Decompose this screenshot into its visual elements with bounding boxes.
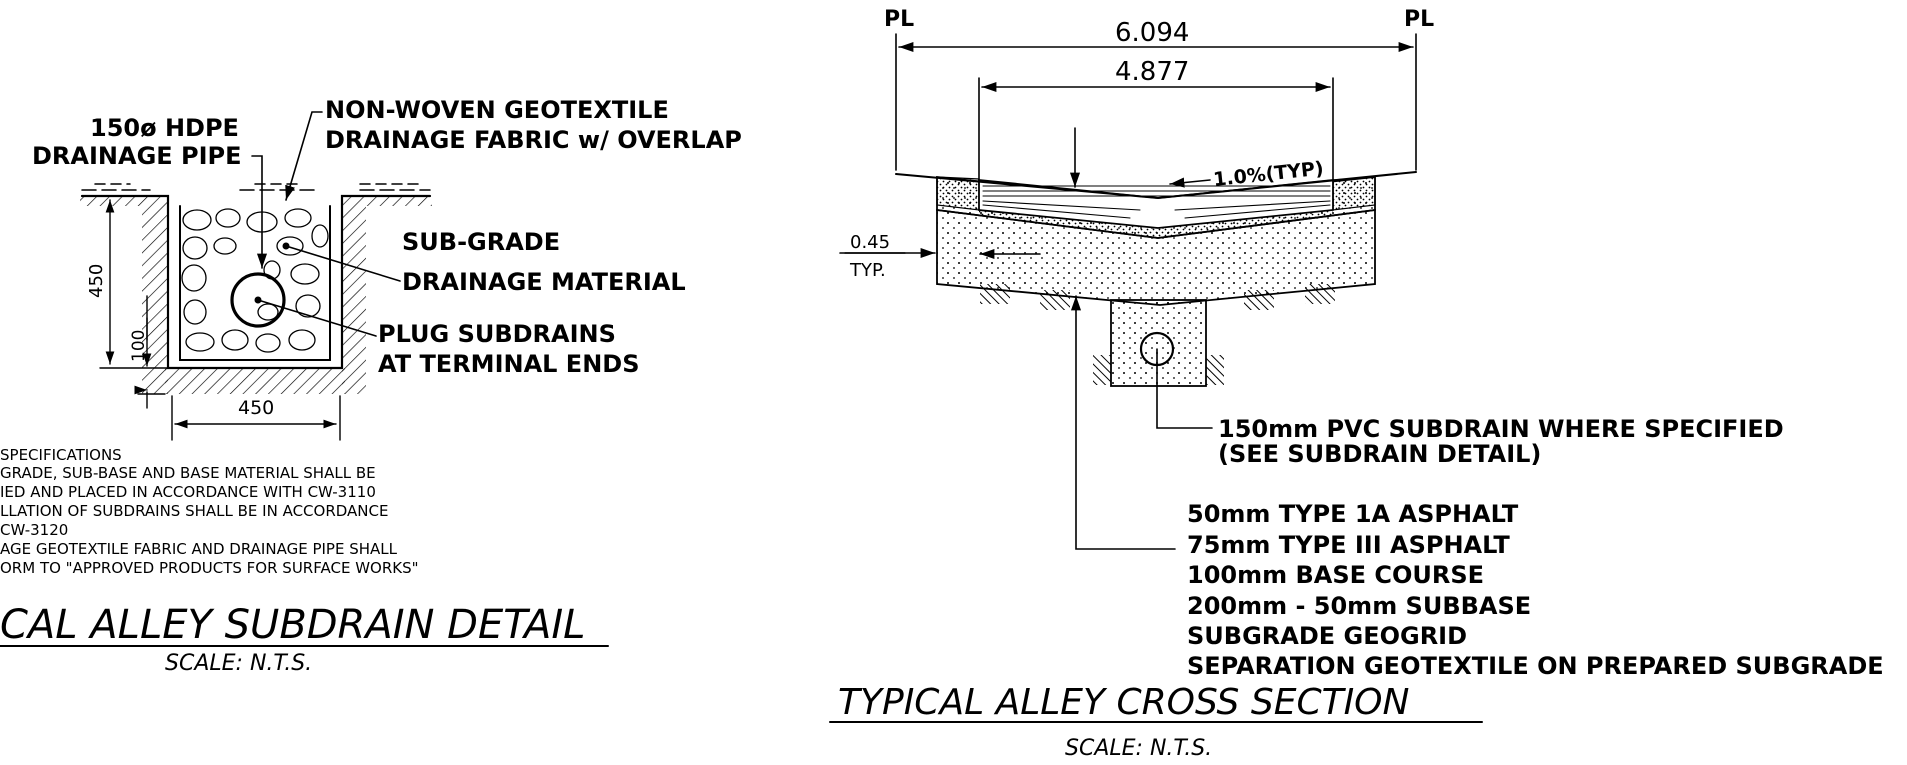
cross-section-title: TYPICAL ALLEY CROSS SECTION <box>838 682 1409 723</box>
dim-depth-label: 0.45 <box>850 232 890 253</box>
note-line: SPECIFICATIONS <box>0 446 122 464</box>
drainage-material <box>181 208 329 353</box>
note-line: IED AND PLACED IN ACCORDANCE WITH CW-311… <box>0 483 376 501</box>
plug-leader <box>257 299 377 337</box>
cross-section: PL PL 6.094 4.877 <box>829 7 1884 761</box>
hdpe-pipe <box>230 272 286 328</box>
subdrain-callout-2: (SEE SUBDRAIN DETAIL) <box>1218 440 1541 468</box>
pipe-leader <box>251 155 268 269</box>
finished-grade <box>895 171 1417 200</box>
pl-left-label: PL <box>884 7 914 32</box>
layer-item: 75mm TYPE III ASPHALT <box>1187 531 1510 559</box>
pipe-label-1: 150ø HDPE <box>90 114 239 142</box>
pipe-label-2: DRAINAGE PIPE <box>32 142 242 170</box>
layer-item: 200mm - 50mm SUBBASE <box>1187 592 1531 620</box>
subdrain-scale: SCALE: N.T.S. <box>165 651 312 676</box>
note-line: AGE GEOTEXTILE FABRIC AND DRAINAGE PIPE … <box>0 540 398 558</box>
ground-surface <box>81 183 431 191</box>
trench-outline <box>80 194 432 370</box>
fabric-label-2: DRAINAGE FABRIC w/ OVERLAP <box>325 126 742 154</box>
material-leader <box>285 245 401 282</box>
layers-leader <box>1070 295 1176 550</box>
plug-label-1: PLUG SUBDRAINS <box>378 320 616 348</box>
layer-item: 100mm BASE COURSE <box>1187 561 1484 589</box>
fabric-label-1: NON-WOVEN GEOTEXTILE <box>325 96 669 124</box>
dim-depth-typ: TYP. <box>849 260 886 281</box>
subgrade-label: SUB-GRADE <box>402 228 560 256</box>
dim-pavement-text: 4.877 <box>1115 57 1189 87</box>
dim-height-text: 450 <box>86 264 107 298</box>
layer-item: SUBGRADE GEOGRID <box>1187 622 1467 650</box>
pl-right-label: PL <box>1404 7 1434 32</box>
note-line: ORM TO "APPROVED PRODUCTS FOR SURFACE WO… <box>0 559 419 577</box>
subdrain-title: CAL ALLEY SUBDRAIN DETAIL <box>0 602 585 648</box>
subdrain-callout-1: 150mm PVC SUBDRAIN WHERE SPECIFIED <box>1218 415 1784 443</box>
subdrain-trench <box>1110 299 1207 387</box>
slope-arrow <box>1169 177 1211 188</box>
geotextile-fabric <box>179 205 331 361</box>
dim-overall-text: 6.094 <box>1115 18 1189 48</box>
plug-label-2: AT TERMINAL ENDS <box>378 350 640 378</box>
dim-bottom-text: 100 <box>129 330 149 362</box>
note-line: LLATION OF SUBDRAINS SHALL BE IN ACCORDA… <box>0 502 388 520</box>
cross-section-scale: SCALE: N.T.S. <box>1065 736 1212 761</box>
subdrain-detail: 150ø HDPE DRAINAGE PIPE NON-WOVEN GEOTEX… <box>0 96 742 676</box>
layer-item: SEPARATION GEOTEXTILE ON PREPARED SUBGRA… <box>1187 652 1884 680</box>
layer-item: 50mm TYPE 1A ASPHALT <box>1187 500 1519 528</box>
subdrain-leader <box>1156 348 1213 429</box>
layer-list: 50mm TYPE 1A ASPHALT 75mm TYPE III ASPHA… <box>1187 500 1884 680</box>
fabric-leader <box>285 111 323 201</box>
material-label: DRAINAGE MATERIAL <box>402 268 686 296</box>
note-line: GRADE, SUB-BASE AND BASE MATERIAL SHALL … <box>0 464 376 482</box>
note-line: CW-3120 <box>0 521 68 539</box>
dim-width-text: 450 <box>238 397 274 419</box>
notes: SPECIFICATIONS GRADE, SUB-BASE AND BASE … <box>0 446 419 577</box>
